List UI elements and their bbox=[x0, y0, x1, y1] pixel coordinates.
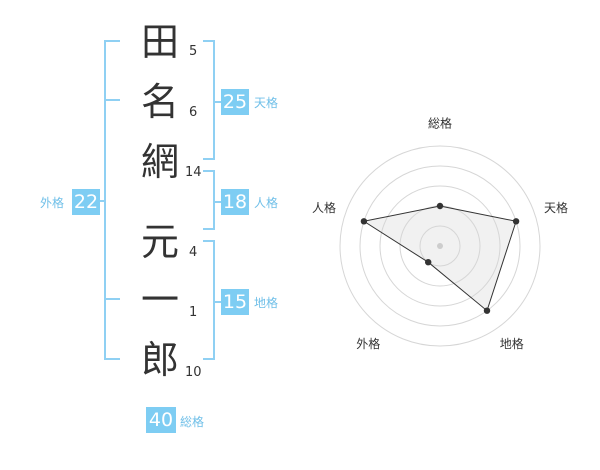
gaikaku-bracket-connector bbox=[98, 200, 106, 202]
radar-point-3 bbox=[483, 307, 491, 314]
radar-point-5 bbox=[360, 218, 368, 225]
radar-point-1 bbox=[436, 202, 444, 210]
gaikaku-bracket-tick-2 bbox=[104, 298, 120, 300]
stroke-count-4: 4 bbox=[189, 245, 198, 260]
radar-axis-label-2: 天格 bbox=[544, 200, 568, 215]
radar-point-2 bbox=[512, 218, 520, 225]
name-char-3: 網 bbox=[140, 140, 179, 184]
tenkaku-bracket-top bbox=[203, 40, 215, 42]
radar-axis-label-1: 総格 bbox=[428, 116, 452, 131]
gaikaku-bracket-top bbox=[104, 40, 120, 42]
name-char-1: 田 bbox=[140, 20, 179, 64]
stroke-count-1: 5 bbox=[189, 44, 198, 59]
chikaku-bracket-vertical bbox=[213, 240, 215, 360]
stroke-count-3: 14 bbox=[185, 165, 202, 180]
tenkaku-bracket-vertical bbox=[213, 40, 215, 160]
gaikaku-bracket-tick-1 bbox=[104, 99, 120, 101]
chikaku-value: 15 bbox=[221, 289, 249, 315]
chikaku-bracket-top bbox=[203, 240, 215, 242]
soukaku-label: 総格 bbox=[180, 415, 205, 429]
gaikaku-bracket-bottom bbox=[104, 358, 120, 360]
soukaku-value: 40 bbox=[146, 407, 176, 433]
stroke-count-6: 10 bbox=[185, 365, 202, 380]
radar-center bbox=[437, 243, 443, 249]
stroke-count-5: 1 bbox=[189, 305, 198, 320]
radar-ring-4 bbox=[359, 165, 521, 327]
stroke-count-2: 6 bbox=[189, 105, 198, 120]
jinkaku-bracket-top bbox=[203, 170, 215, 172]
radar-area bbox=[362, 205, 517, 312]
radar-axis-label-3: 地格 bbox=[500, 336, 524, 351]
chikaku-label: 地格 bbox=[254, 296, 279, 310]
jinkaku-bracket-connector bbox=[213, 201, 221, 203]
tenkaku-bracket-connector bbox=[213, 101, 221, 103]
jinkaku-label: 人格 bbox=[254, 196, 279, 210]
radar-ring-3 bbox=[379, 185, 501, 307]
tenkaku-label: 天格 bbox=[254, 96, 279, 110]
chikaku-bracket-connector bbox=[213, 301, 221, 303]
name-char-6: 郎 bbox=[140, 338, 179, 382]
radar-point-4 bbox=[425, 259, 432, 266]
name-char-4: 元 bbox=[140, 220, 179, 264]
radar-axis-label-4: 外格 bbox=[356, 336, 380, 351]
gaikaku-label: 外格 bbox=[40, 196, 65, 210]
gaikaku-value: 22 bbox=[72, 189, 100, 215]
chikaku-bracket-bottom bbox=[203, 358, 215, 360]
radar-axis-label-5: 人格 bbox=[312, 200, 336, 215]
radar-ring-5 bbox=[339, 145, 541, 347]
name-char-5: 一 bbox=[140, 278, 179, 322]
name-char-2: 名 bbox=[140, 80, 179, 124]
radar-ring-1 bbox=[419, 225, 461, 267]
jinkaku-bracket-vertical bbox=[213, 170, 215, 230]
jinkaku-value: 18 bbox=[221, 189, 249, 215]
jinkaku-bracket-bottom bbox=[203, 228, 215, 230]
tenkaku-value: 25 bbox=[221, 89, 249, 115]
tenkaku-bracket-bottom bbox=[203, 158, 215, 160]
